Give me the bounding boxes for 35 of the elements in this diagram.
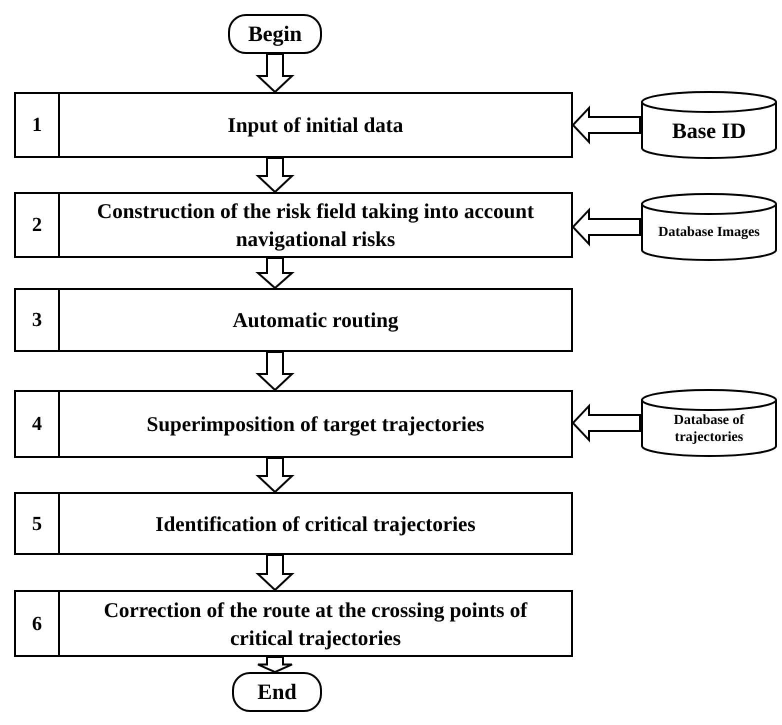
step-text: Superimposition of target trajectories [146,411,484,438]
step-text: Input of initial data [228,112,404,139]
process-box [14,288,573,352]
database-label: Database Images [658,224,760,242]
step-text: Construction of the risk field taking into account navigational risks [96,198,535,253]
block-arrow [255,554,295,592]
terminal-box [232,672,322,712]
step-text: Identification of critical trajectories [155,510,476,538]
process-box [14,492,573,555]
block-arrow [255,53,295,94]
step-text: Automatic routing [232,307,398,334]
process-box [14,192,573,258]
block-arrow [572,105,641,145]
process-box [14,590,573,657]
block-arrow [572,207,641,247]
block-arrow [572,403,641,443]
block-arrow [255,351,295,392]
step-text: Correction of the route at the crossing points of critical trajectories [102,596,528,652]
terminal-label: End [257,681,297,703]
block-arrow [255,257,295,290]
database-label: Base ID [672,117,746,145]
block-arrow [255,457,295,494]
block-arrow [255,157,295,194]
process-box [14,390,573,458]
step-number: 4 [32,412,42,437]
terminal-box [228,14,322,54]
step-number: 3 [32,308,42,333]
step-number: 5 [32,512,42,536]
terminal-label: Begin [248,23,302,45]
database-label: Database of trajectories [672,412,746,446]
step-number: 6 [32,612,42,636]
block-arrow [257,656,293,674]
process-box [14,92,573,158]
step-number: 2 [32,213,42,238]
step-number: 1 [32,113,42,138]
